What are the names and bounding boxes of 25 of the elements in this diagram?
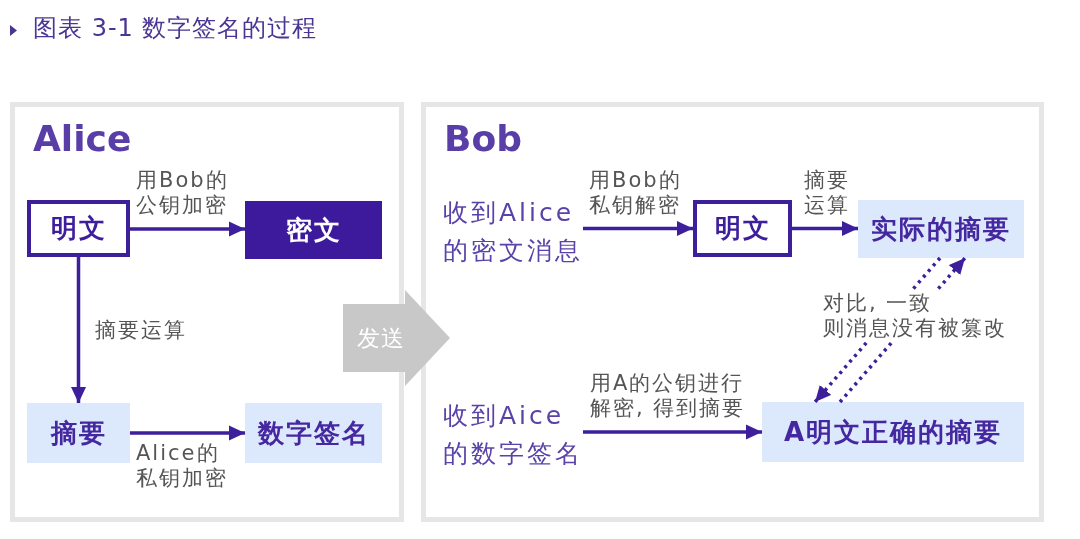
edge-label: 摘要运算 (95, 318, 187, 343)
edge-label: 摘要运算 (804, 168, 850, 218)
edge-label: 用Bob的私钥解密 (589, 168, 682, 218)
arrow (130, 425, 245, 441)
process-box: 明文 (693, 200, 792, 257)
process-box: 数字签名 (245, 403, 382, 463)
process-box: A明文正确的摘要 (762, 402, 1024, 462)
panel-heading: Alice (33, 117, 132, 161)
edge-label: Alice的私钥加密 (136, 441, 228, 491)
edge-label: 用A的公钥进行解密, 得到摘要 (590, 371, 746, 421)
arrow (130, 221, 245, 237)
block-arrow (343, 290, 450, 386)
text-label: 收到Alice的密文消息 (443, 194, 583, 270)
process-box: 密文 (245, 201, 382, 259)
text-label: 收到Aice的数字签名 (443, 397, 583, 473)
arrow (792, 221, 858, 236)
edge-label: 用Bob的公钥加密 (136, 168, 229, 218)
process-box: 实际的摘要 (858, 200, 1024, 258)
panel-heading: Bob (444, 117, 522, 161)
arrow (71, 257, 86, 403)
arrow (583, 424, 762, 440)
process-box: 摘要 (27, 403, 130, 463)
process-box: 明文 (27, 200, 130, 257)
arrow (583, 221, 693, 236)
figure-title: 图表 3-1 数字签名的过程 (33, 13, 318, 44)
